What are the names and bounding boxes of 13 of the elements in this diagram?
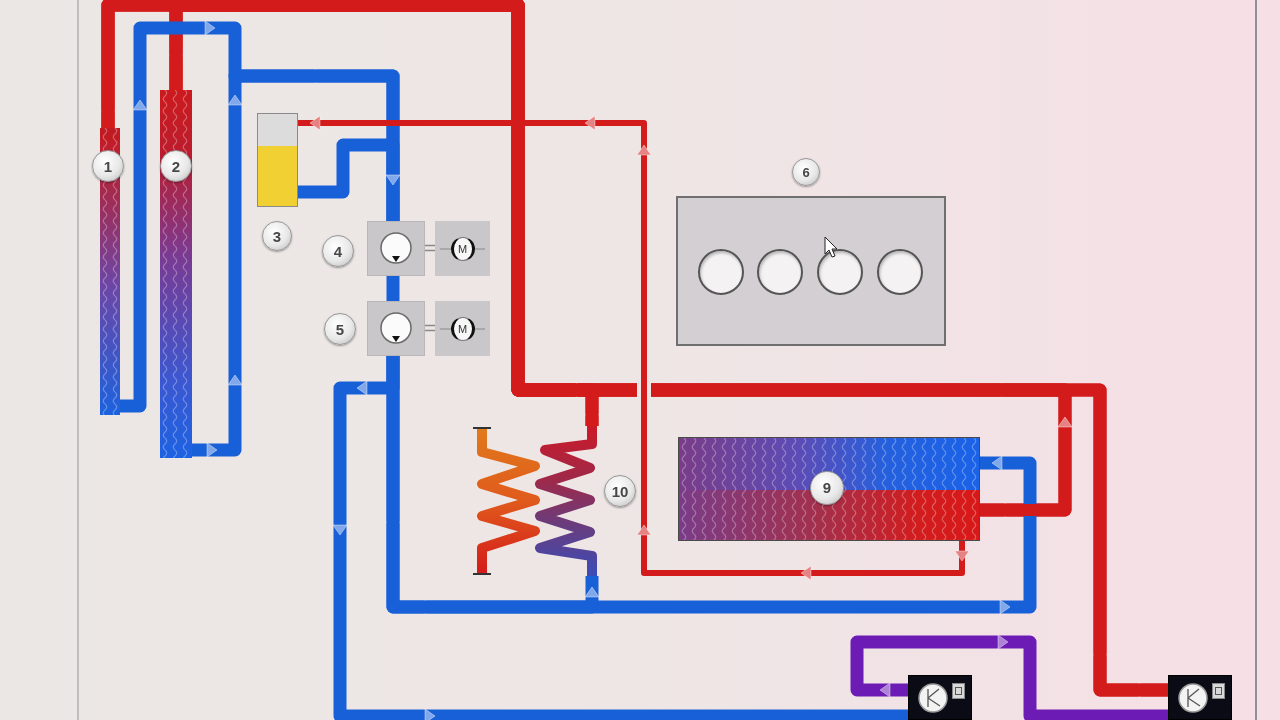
coil-heat-exchanger	[470, 426, 600, 576]
heat-exchanger	[678, 437, 980, 541]
motor-symbol: M	[450, 237, 475, 261]
pump-housing	[367, 301, 425, 356]
pump-housing	[367, 221, 425, 276]
motor-symbol: M	[450, 317, 475, 341]
expansion-tank	[257, 113, 298, 207]
motor-housing	[435, 301, 490, 356]
engine-block	[676, 196, 946, 346]
motor-housing	[435, 221, 490, 276]
pump-housing	[908, 675, 972, 720]
pump-housing	[1168, 675, 1232, 720]
radiator-core	[160, 90, 192, 458]
